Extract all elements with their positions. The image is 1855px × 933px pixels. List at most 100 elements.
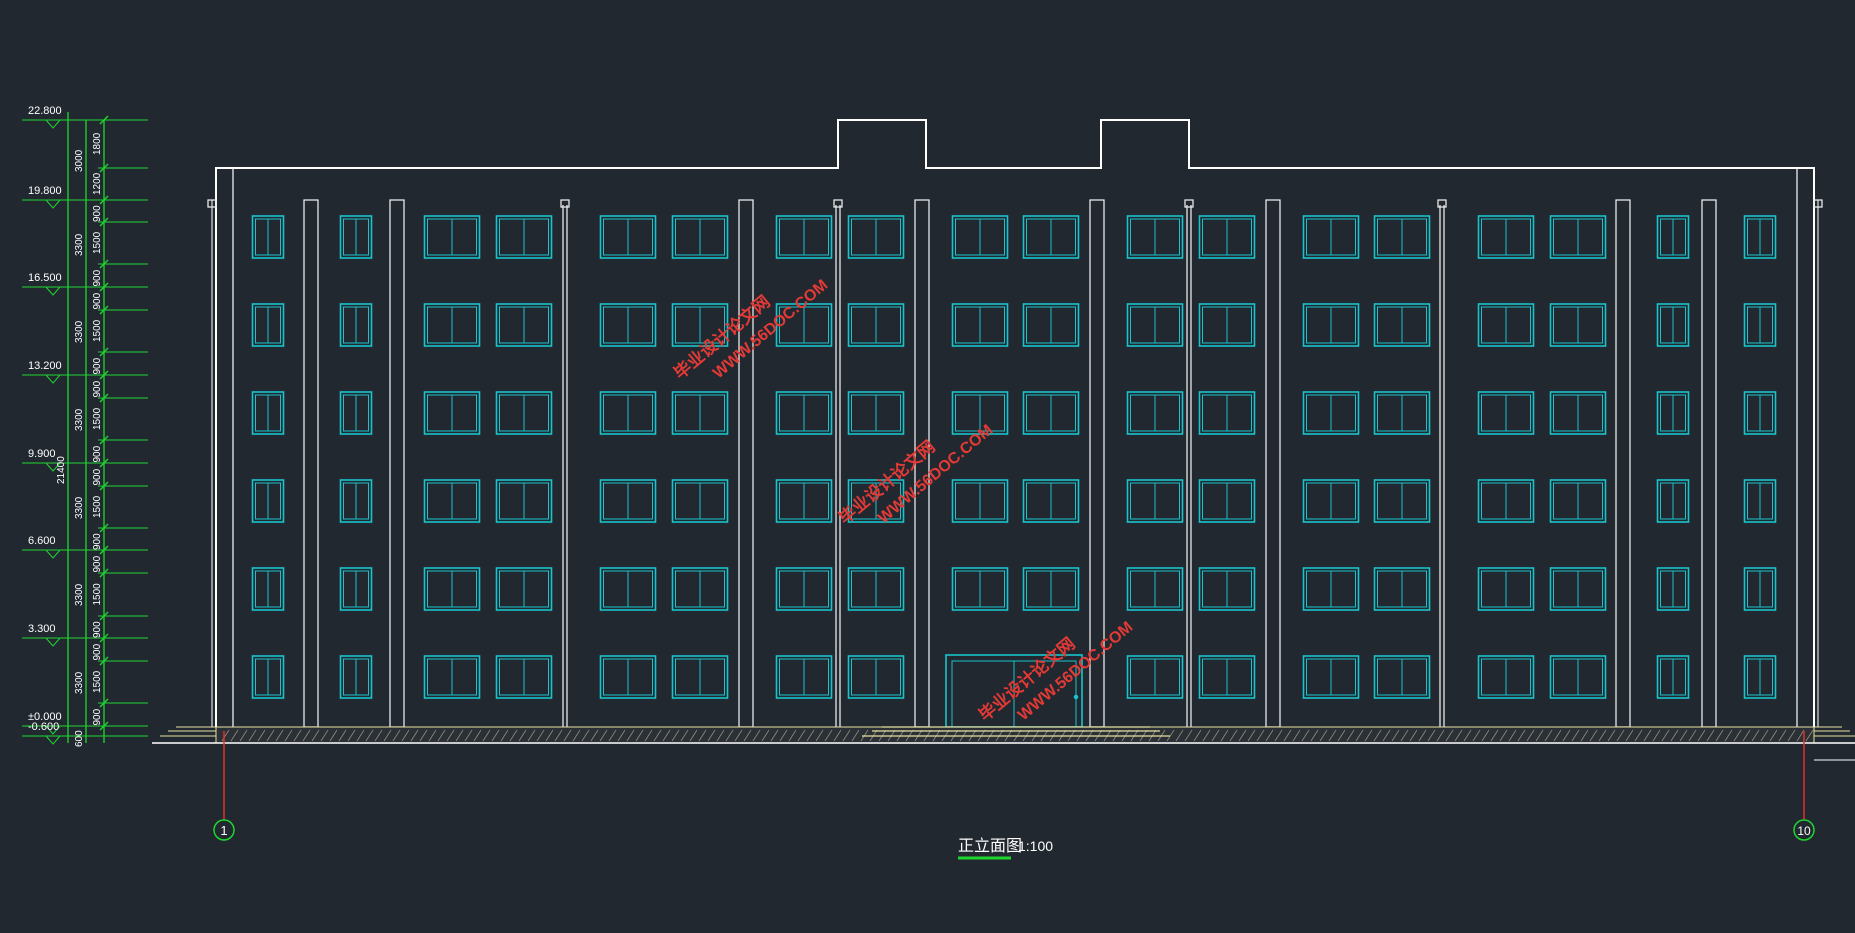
- level-marker: [45, 637, 61, 647]
- window: [1549, 655, 1607, 699]
- pipe-head: [560, 199, 570, 208]
- window: [1373, 391, 1431, 435]
- storey-dimension: 600: [74, 730, 85, 747]
- detail-dimension: 1500: [92, 670, 103, 693]
- watermark-3: 毕业设计论文网 WWW.56DOC.COM: [975, 619, 1137, 725]
- window: [1656, 215, 1690, 259]
- window: [339, 567, 373, 611]
- window: [1656, 567, 1690, 611]
- window: [423, 391, 481, 435]
- pipe-head: [1184, 199, 1194, 208]
- window: [951, 391, 1009, 435]
- dimension-chain: 22.80019.80016.50013.2009.9006.6003.300±…: [22, 105, 148, 747]
- window: [599, 567, 657, 611]
- window: [1373, 479, 1431, 523]
- window: [1549, 303, 1607, 347]
- detail-dimension: 900: [92, 621, 103, 638]
- window: [951, 303, 1009, 347]
- drawing-scale: 1:100: [1018, 838, 1053, 854]
- building-outline: [211, 119, 1819, 727]
- level-marker: [45, 549, 61, 559]
- window: [1126, 655, 1184, 699]
- window: [1126, 567, 1184, 611]
- window: [775, 215, 833, 259]
- window: [251, 655, 285, 699]
- window: [671, 391, 729, 435]
- window: [423, 655, 481, 699]
- window: [251, 215, 285, 259]
- window: [1477, 303, 1535, 347]
- window: [339, 303, 373, 347]
- window: [951, 215, 1009, 259]
- detail-dimension: 900: [92, 205, 103, 222]
- detail-dimension: 900: [92, 555, 103, 572]
- level-marker: [45, 286, 61, 296]
- grid-axis-left: 1: [213, 731, 235, 841]
- window: [847, 479, 905, 523]
- storey-dimension: 3300: [74, 496, 85, 519]
- detail-dimension: 900: [92, 445, 103, 462]
- window: [951, 479, 1009, 523]
- window: [1656, 479, 1690, 523]
- window: [775, 567, 833, 611]
- pipe-head: [207, 199, 217, 208]
- window: [339, 215, 373, 259]
- storey-dimension: 3300: [74, 671, 85, 694]
- pilaster: [738, 199, 754, 728]
- pilaster: [1615, 199, 1631, 728]
- window: [671, 567, 729, 611]
- window: [251, 479, 285, 523]
- window: [1743, 215, 1777, 259]
- grid-label-right: 10: [1797, 824, 1811, 838]
- window: [1656, 303, 1690, 347]
- detail-dimension: 900: [92, 533, 103, 550]
- window: [1302, 567, 1360, 611]
- window: [1022, 215, 1080, 259]
- window: [951, 567, 1009, 611]
- window: [1126, 303, 1184, 347]
- window: [847, 567, 905, 611]
- detail-dimension: 900: [92, 292, 103, 309]
- window: [847, 215, 905, 259]
- window: [1373, 655, 1431, 699]
- detail-dimension: 1500: [92, 407, 103, 430]
- detail-dimension: 900: [92, 357, 103, 374]
- window: [251, 391, 285, 435]
- window: [1198, 567, 1256, 611]
- pilaster: [1265, 199, 1281, 728]
- level-marker: [45, 119, 61, 129]
- window: [1198, 655, 1256, 699]
- level-marker: [45, 735, 61, 745]
- window: [599, 303, 657, 347]
- window: [1549, 567, 1607, 611]
- window: [775, 303, 833, 347]
- detail-dimension: 900: [92, 380, 103, 397]
- window: [339, 391, 373, 435]
- pilaster: [389, 199, 405, 728]
- window: [775, 655, 833, 699]
- grid-label-left: 1: [220, 823, 227, 838]
- detail-dimension: 1500: [92, 231, 103, 254]
- level-marker: [45, 199, 61, 209]
- window: [1022, 391, 1080, 435]
- window: [1477, 391, 1535, 435]
- window: [1743, 655, 1777, 699]
- roof-outline: [215, 119, 1815, 727]
- window: [1302, 391, 1360, 435]
- window: [1198, 303, 1256, 347]
- window: [1126, 479, 1184, 523]
- window: [1022, 479, 1080, 523]
- storey-dimension: 3300: [74, 320, 85, 343]
- window: [1477, 567, 1535, 611]
- drawing-title-block: 正立面图 1:100: [958, 837, 1053, 860]
- window: [1302, 655, 1360, 699]
- window: [1477, 479, 1535, 523]
- pipe-head: [1813, 199, 1823, 208]
- window: [495, 215, 553, 259]
- window: [671, 215, 729, 259]
- storey-dimension: 3000: [74, 149, 85, 172]
- drawing-title: 正立面图: [958, 837, 1022, 855]
- pipe-head: [1437, 199, 1447, 208]
- window: [775, 391, 833, 435]
- window: [495, 391, 553, 435]
